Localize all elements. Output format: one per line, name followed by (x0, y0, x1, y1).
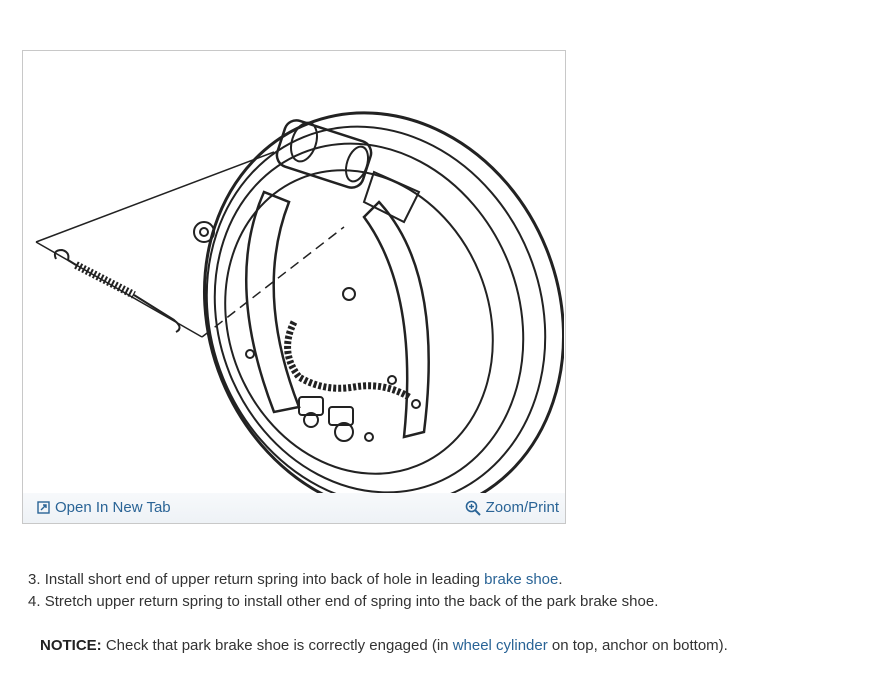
procedure-steps: 3. Install short end of upper return spr… (28, 569, 658, 613)
step-text-end: . (558, 571, 563, 588)
wheel-cylinder-link[interactable]: wheel cylinder (452, 637, 548, 654)
step-item: 3. Install short end of upper return spr… (28, 569, 658, 591)
open-in-new-tab-link[interactable]: Open In New Tab (37, 499, 171, 516)
magnifier-plus-icon (465, 500, 481, 516)
notice-paragraph: NOTICE: Check that park brake shoe is co… (40, 635, 728, 657)
step-number: 4. (28, 593, 41, 610)
step-text: Install short end of upper return spring… (44, 571, 485, 588)
notice-text: Check that park brake shoe is correctly … (101, 637, 453, 654)
zoom-print-label: Zoom/Print (485, 499, 559, 516)
brake-diagram-figure: Open In New Tab Zoom/Print (22, 50, 566, 524)
open-in-new-tab-label: Open In New Tab (55, 499, 171, 516)
brake-shoe-link[interactable]: brake shoe (484, 571, 559, 588)
zoom-print-link[interactable]: Zoom/Print (465, 499, 559, 516)
figure-toolbar: Open In New Tab Zoom/Print (23, 493, 565, 523)
drum-brake-illustration (35, 111, 564, 494)
open-in-new-tab-icon (37, 501, 50, 514)
step-item: 4. Stretch upper return spring to instal… (28, 591, 658, 613)
step-number: 3. (28, 571, 41, 588)
notice-label: NOTICE: (40, 637, 102, 654)
step-text: Stretch upper return spring to install o… (44, 593, 659, 610)
notice-text-end: on top, anchor on bottom). (547, 637, 728, 654)
